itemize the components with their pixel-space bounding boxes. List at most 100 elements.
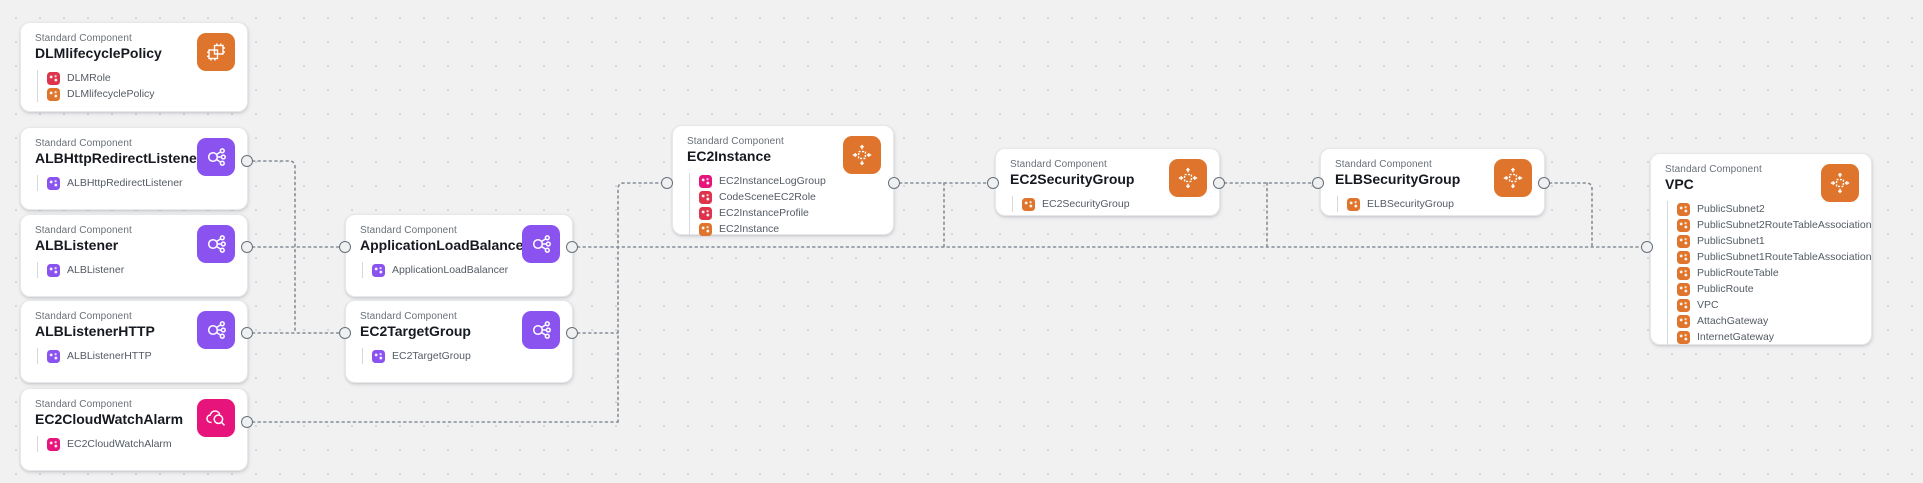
connection-port[interactable]: [241, 155, 253, 167]
connection-port[interactable]: [987, 177, 999, 189]
security-group-icon: [1347, 197, 1360, 211]
instance-profile-icon: [699, 206, 712, 220]
connection-port[interactable]: [339, 327, 351, 339]
instance-arrows-icon: [1169, 159, 1207, 197]
load-balancer-icon: [197, 225, 235, 263]
component-type-label: Standard Component: [1010, 159, 1107, 170]
resource-list: EC2CloudWatchAlarm: [37, 436, 235, 452]
resource-label: PublicSubnet2RouteTableAssociation: [1697, 218, 1872, 231]
connection-port[interactable]: [241, 327, 253, 339]
security-group-icon: [1022, 197, 1035, 211]
load-balancer-resource-icon: [372, 263, 385, 277]
target-group-icon: [372, 349, 385, 363]
resource-item: PublicSubnet2RouteTableAssociation: [1677, 217, 1872, 233]
resource-label: ELBSecurityGroup: [1367, 197, 1454, 210]
resource-item: EC2TargetGroup: [372, 348, 560, 364]
node-title: DLMlifecyclePolicy: [35, 45, 162, 61]
resource-list: ALBListenerHTTP: [37, 348, 235, 364]
resource-label: PublicSubnet1RouteTableAssociation: [1697, 250, 1872, 263]
component-type-label: Standard Component: [360, 311, 457, 322]
resource-label: ALBHttpRedirectListener: [67, 176, 183, 189]
connection-port[interactable]: [566, 327, 578, 339]
resource-item: PublicRoute: [1677, 281, 1859, 297]
iam-role-icon: [47, 71, 60, 85]
connection-port[interactable]: [1312, 177, 1324, 189]
connection-port[interactable]: [661, 177, 673, 189]
connection-port[interactable]: [1538, 177, 1550, 189]
resource-label: VPC: [1697, 298, 1719, 311]
ec2-instance-icon: [699, 222, 712, 236]
resource-label: EC2CloudWatchAlarm: [67, 437, 172, 450]
connection-edge[interactable]: [617, 182, 668, 423]
resource-item: ALBListener: [47, 262, 235, 278]
resource-item: DLMlifecyclePolicy: [47, 86, 235, 102]
node-title: EC2TargetGroup: [360, 323, 471, 339]
resource-list: EC2SecurityGroup: [1012, 196, 1207, 212]
cloudwatch-alarm-icon: [197, 399, 235, 437]
connection-port[interactable]: [1213, 177, 1225, 189]
node-title: EC2CloudWatchAlarm: [35, 411, 184, 427]
instance-arrows-icon: [843, 136, 881, 174]
listener-icon: [47, 263, 60, 277]
resource-item: EC2SecurityGroup: [1022, 196, 1207, 212]
load-balancer-icon: [197, 138, 235, 176]
connection-port[interactable]: [339, 241, 351, 253]
resource-list: ALBListener: [37, 262, 235, 278]
component-type-label: Standard Component: [35, 399, 132, 410]
resource-list: ALBHttpRedirectListener: [37, 175, 235, 191]
resource-item: ELBSecurityGroup: [1347, 196, 1532, 212]
subnet-icon: [1677, 234, 1690, 248]
resource-label: EC2Instance: [719, 222, 780, 235]
connection-edge[interactable]: [246, 160, 296, 334]
node-title: ApplicationLoadBalancer: [360, 237, 529, 253]
connection-port[interactable]: [241, 241, 253, 253]
resource-item: EC2CloudWatchAlarm: [47, 436, 235, 452]
instance-arrows-icon: [1494, 159, 1532, 197]
load-balancer-icon: [197, 311, 235, 349]
resource-label: EC2TargetGroup: [392, 349, 471, 362]
resource-item: DLMRole: [47, 70, 235, 86]
connection-port[interactable]: [566, 241, 578, 253]
resource-item: ALBListenerHTTP: [47, 348, 235, 364]
connection-edge[interactable]: [1543, 182, 1593, 248]
resource-label: ApplicationLoadBalancer: [392, 263, 509, 276]
resource-label: CodeSceneEC2Role: [719, 190, 816, 203]
instance-arrows-icon: [1821, 164, 1859, 202]
internet-gateway-icon: [1677, 330, 1690, 344]
resource-label: PublicRouteTable: [1697, 266, 1779, 279]
node-title: EC2Instance: [687, 148, 772, 164]
resource-label: PublicRoute: [1697, 282, 1754, 295]
resource-label: EC2SecurityGroup: [1042, 197, 1130, 210]
connection-port[interactable]: [241, 416, 253, 428]
component-type-label: Standard Component: [687, 136, 784, 147]
resource-list: ELBSecurityGroup: [1337, 196, 1532, 212]
resource-item: EC2InstanceLogGroup: [699, 173, 881, 189]
component-type-label: Standard Component: [35, 33, 132, 44]
connection-port[interactable]: [888, 177, 900, 189]
resource-item: EC2InstanceProfile: [699, 205, 881, 221]
route-table-association-icon: [1677, 250, 1690, 264]
node-title: ALBHttpRedirectListener: [35, 150, 203, 166]
resource-label: DLMRole: [67, 71, 111, 84]
listener-icon: [47, 349, 60, 363]
connection-port[interactable]: [1641, 241, 1653, 253]
iam-role-icon: [699, 190, 712, 204]
resource-label: DLMlifecyclePolicy: [67, 87, 155, 100]
lifecycle-policy-icon: [47, 87, 60, 101]
node-title: ELBSecurityGroup: [1335, 171, 1461, 187]
resource-item: ApplicationLoadBalancer: [372, 262, 560, 278]
